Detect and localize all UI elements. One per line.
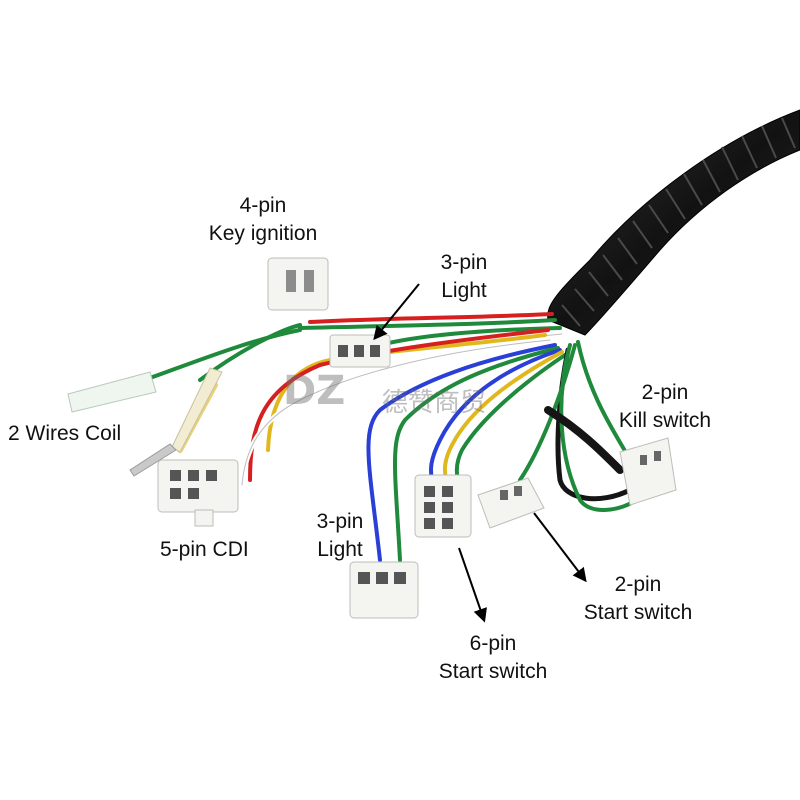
label-start-switch-2pin-line2: Start switch: [583, 601, 693, 624]
label-start-switch-6pin-line2: Start switch: [438, 660, 548, 683]
wire-bundle: [148, 312, 642, 562]
label-light-top-line2: Light: [441, 279, 487, 302]
red-wire: [308, 312, 554, 324]
label-start-switch-2pin: 2-pin Start switch: [568, 571, 708, 627]
label-light-bottom-line2: Light: [317, 538, 363, 561]
harness-sheath: [547, 109, 800, 336]
watermark-logo: DZ: [283, 368, 346, 414]
label-key-ignition-line1: 4-pin: [239, 194, 287, 217]
callout-arrows: [373, 283, 587, 623]
connector-2pin-start-switch: [477, 477, 545, 529]
label-kill-switch-line1: 2-pin: [641, 381, 689, 404]
green-wire: [298, 318, 557, 330]
label-start-switch-2pin-line1: 2-pin: [614, 573, 662, 596]
connector-3pin-light-bottom: [349, 561, 419, 619]
coil-terminal-yellow: [129, 367, 223, 477]
label-light-top: 3-pin Light: [414, 249, 514, 305]
connector-2pin-kill-switch: [619, 437, 677, 506]
label-key-ignition: 4-pin Key ignition: [193, 192, 333, 248]
label-kill-switch: 2-pin Kill switch: [605, 379, 725, 435]
connector-3pin-light-top: [329, 334, 391, 368]
connector-6pin-start-switch: [414, 474, 472, 538]
coil-terminal-green: [67, 371, 157, 413]
arrow-light-top: [373, 283, 420, 341]
label-light-bottom-line1: 3-pin: [316, 510, 364, 533]
label-kill-switch-line2: Kill switch: [618, 409, 712, 432]
label-light-top-line1: 3-pin: [440, 251, 488, 274]
label-key-ignition-line2: Key ignition: [208, 222, 318, 245]
connector-4pin-key-ignition: [267, 257, 329, 311]
label-start-switch-6pin: 6-pin Start switch: [423, 630, 563, 686]
label-start-switch-6pin-line1: 6-pin: [469, 632, 517, 655]
arrow-6pin-start: [458, 547, 487, 623]
label-coil: 2 Wires Coil: [8, 422, 122, 445]
label-light-bottom: 3-pin Light: [300, 508, 380, 564]
arrow-2pin-start: [533, 512, 587, 583]
connector-5pin-cdi: [157, 459, 239, 527]
watermark-text: 德赞商贸: [382, 388, 487, 418]
label-cdi: 5-pin CDI: [160, 538, 249, 561]
